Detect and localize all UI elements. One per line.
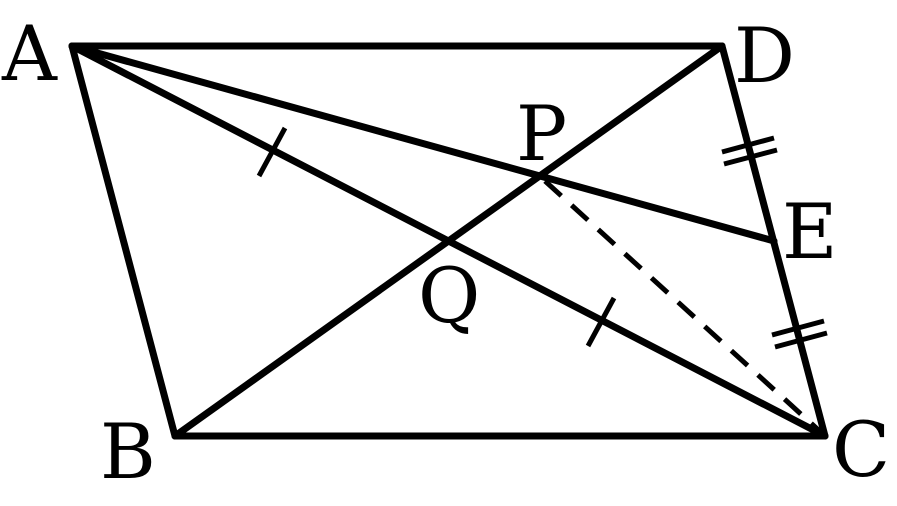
label-p: P [516, 89, 567, 178]
tick-mark-qc [585, 296, 617, 348]
label-e: E [782, 187, 837, 276]
tick-mark-aq [256, 126, 288, 178]
double-tick-ec-2 [774, 330, 828, 350]
segment-ae [68, 42, 778, 245]
segment-pc-dashed [543, 179, 827, 438]
double-tick-de-2 [723, 147, 778, 167]
diagonal-bd [171, 42, 726, 440]
side-ab [68, 42, 179, 440]
label-d: D [734, 11, 795, 100]
label-c: C [832, 405, 890, 494]
double-tick-de-1 [721, 135, 775, 155]
label-b: B [100, 407, 156, 496]
label-a: A [1, 9, 58, 98]
double-tick-ec-1 [771, 318, 825, 338]
label-q: Q [418, 251, 480, 340]
